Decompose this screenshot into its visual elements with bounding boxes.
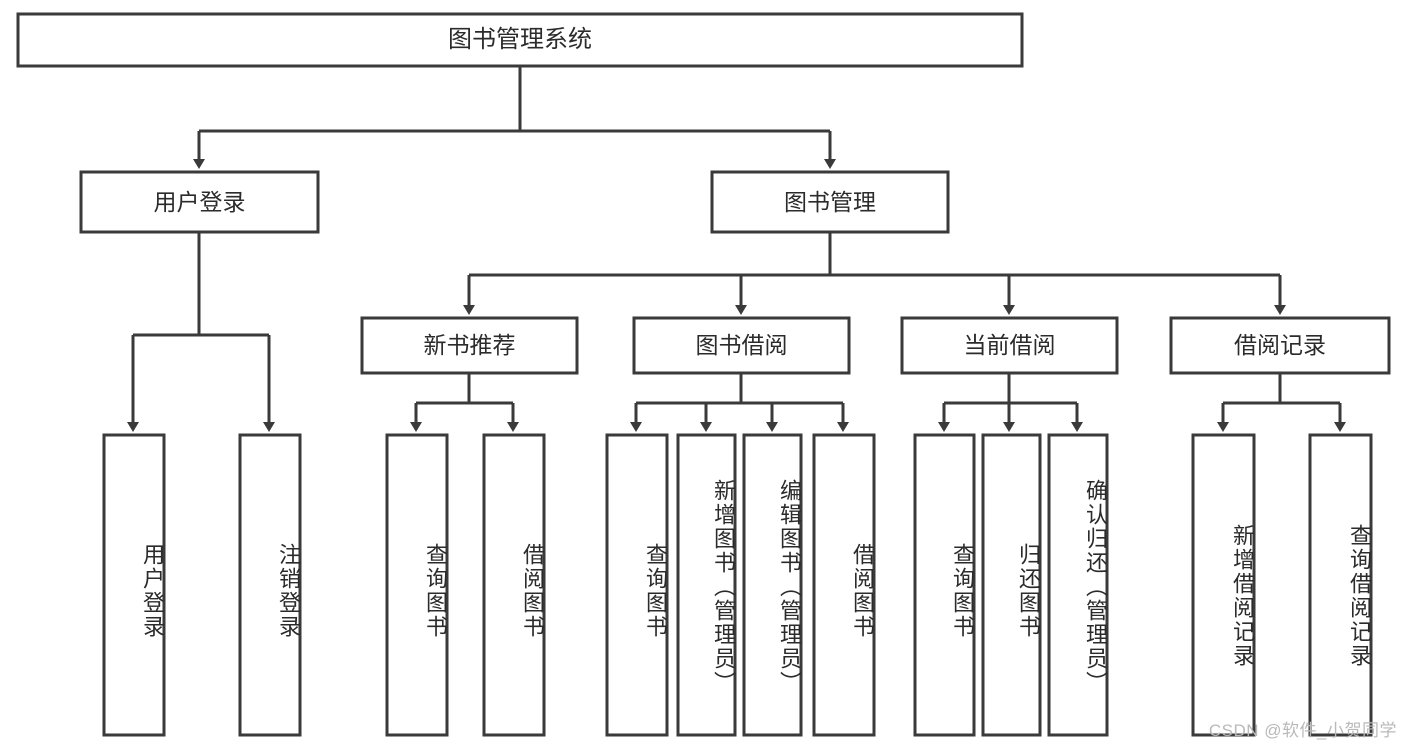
csdn-watermark: CSDN @软件_小贺同学 [1208,721,1397,740]
